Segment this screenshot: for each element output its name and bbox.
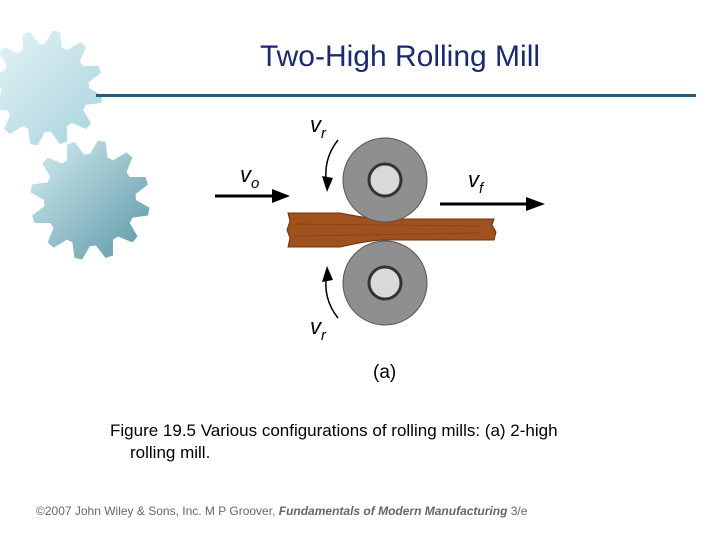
slide-title: Two-High Rolling Mill [259, 40, 541, 73]
copyright-footer: ©2007 John Wiley & Sons, Inc. M P Groove… [36, 504, 696, 518]
workpiece-grain [294, 223, 481, 237]
footer-book-title: Fundamentals of Modern Manufacturing [278, 504, 508, 518]
top-roll-hub [367, 162, 403, 198]
title-divider [96, 94, 696, 97]
label-vr-bottom: vr [310, 314, 327, 344]
bottom-rotation-arrowhead [322, 266, 333, 282]
exit-arrowhead [526, 197, 545, 211]
rolling-mill-diagram: vr vo vf vr (a) [215, 112, 545, 383]
gear-shape [0, 30, 103, 146]
footer-suffix: 3/e [507, 504, 528, 518]
caption-line-1: Figure 19.5 Various configurations of ro… [110, 421, 558, 440]
entry-arrowhead [272, 189, 290, 203]
diagram-sublabel: (a) [373, 362, 396, 383]
footer-prefix: ©2007 John Wiley & Sons, Inc. M P Groove… [36, 504, 279, 518]
label-vo: vo [240, 162, 259, 192]
label-vf: vf [468, 167, 485, 197]
top-rotation-arrowhead [322, 176, 333, 192]
gear-shape [30, 140, 150, 260]
gears-decoration [0, 30, 150, 260]
caption-line-2: rolling mill. [130, 443, 211, 462]
workpiece-strip [286, 212, 497, 248]
gear-top-icon [0, 30, 103, 146]
label-vr-top: vr [310, 112, 327, 142]
figure-caption: Figure 19.5 Various configurations of ro… [110, 420, 670, 464]
bottom-roll-hub [367, 265, 403, 301]
gear-bottom-icon [30, 140, 150, 260]
